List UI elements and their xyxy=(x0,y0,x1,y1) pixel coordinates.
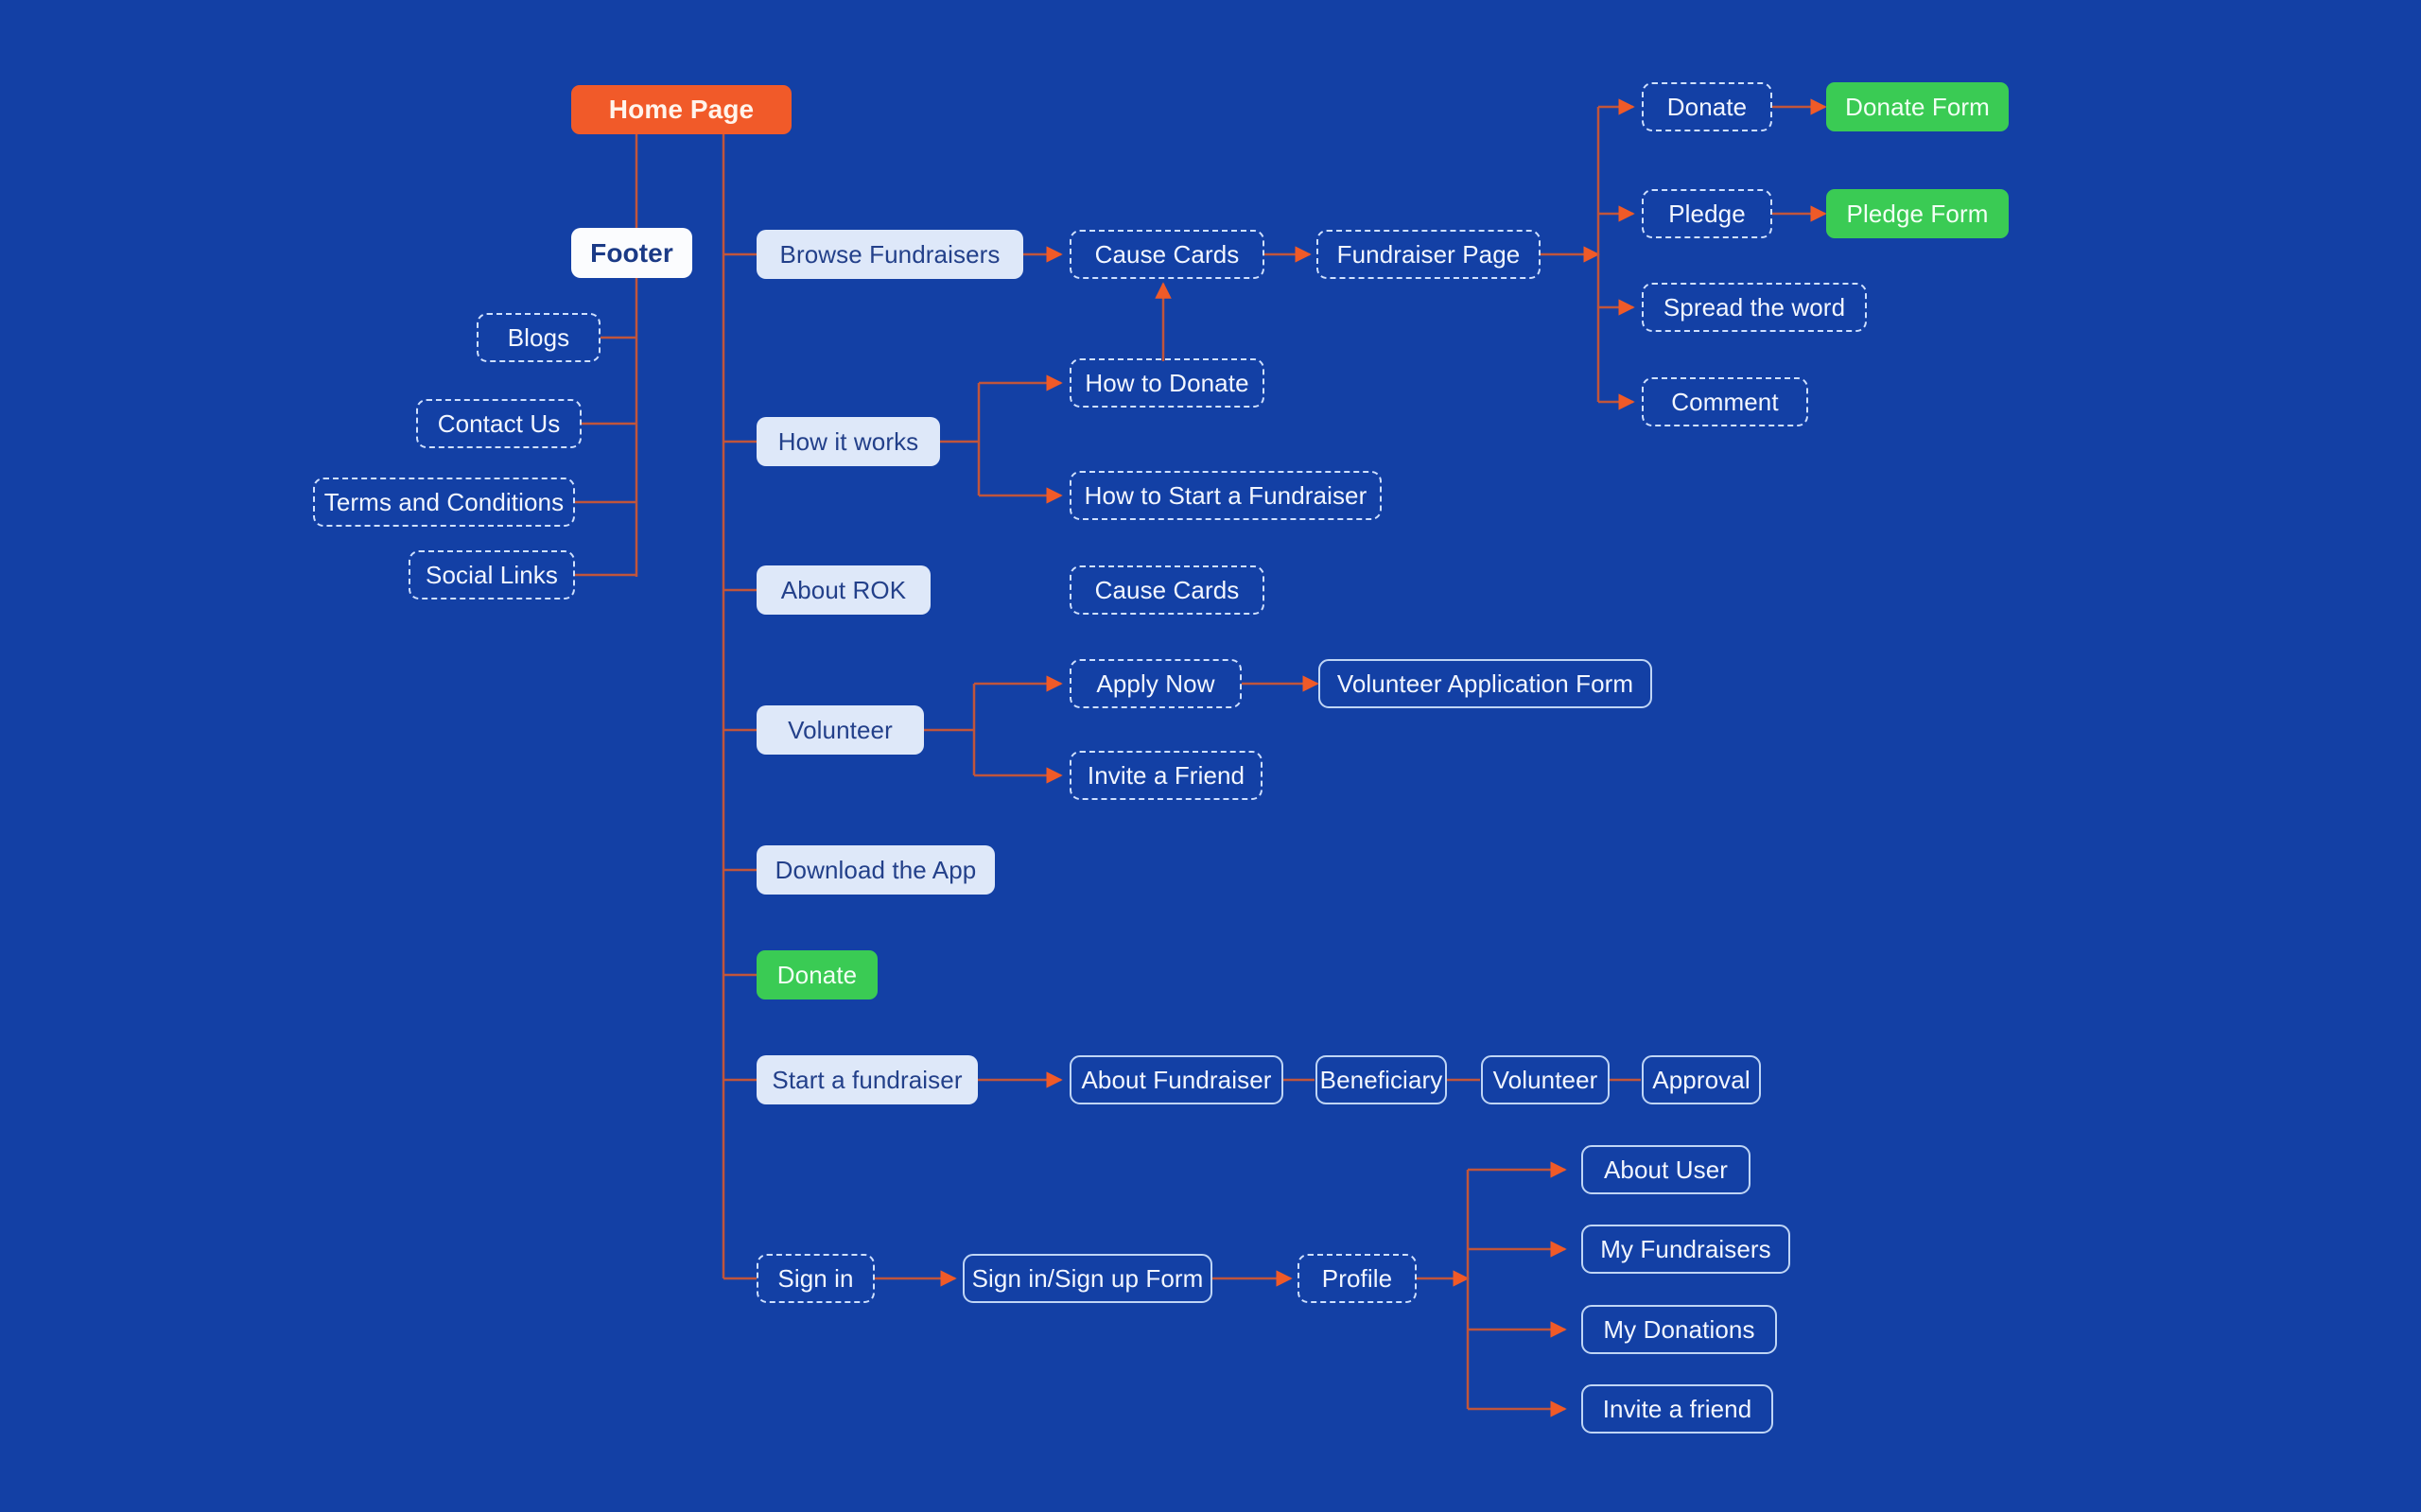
node-invite-a-friend-volunteer[interactable]: Invite a Friend xyxy=(1070,751,1263,800)
node-footer-terms-and-conditions[interactable]: Terms and Conditions xyxy=(313,478,575,527)
node-step-volunteer[interactable]: Volunteer xyxy=(1481,1055,1610,1104)
node-donate-form[interactable]: Donate Form xyxy=(1826,82,2009,131)
node-action-pledge[interactable]: Pledge xyxy=(1642,189,1772,238)
node-signin-signup-form[interactable]: Sign in/Sign up Form xyxy=(963,1254,1212,1303)
node-sign-in[interactable]: Sign in xyxy=(757,1254,875,1303)
node-home-page[interactable]: Home Page xyxy=(571,85,792,134)
node-footer-social-links[interactable]: Social Links xyxy=(409,550,575,600)
node-fundraiser-page[interactable]: Fundraiser Page xyxy=(1316,230,1541,279)
node-volunteer-application-form[interactable]: Volunteer Application Form xyxy=(1318,659,1652,708)
node-step-approval[interactable]: Approval xyxy=(1642,1055,1761,1104)
node-profile-my-donations[interactable]: My Donations xyxy=(1581,1305,1777,1354)
node-footer-blogs[interactable]: Blogs xyxy=(477,313,601,362)
node-how-it-works[interactable]: How it works xyxy=(757,417,940,466)
node-how-to-start-a-fundraiser[interactable]: How to Start a Fundraiser xyxy=(1070,471,1382,520)
node-profile-my-fundraisers[interactable]: My Fundraisers xyxy=(1581,1225,1790,1274)
node-cause-cards-browse[interactable]: Cause Cards xyxy=(1070,230,1264,279)
node-step-beneficiary[interactable]: Beneficiary xyxy=(1315,1055,1447,1104)
node-browse-fundraisers[interactable]: Browse Fundraisers xyxy=(757,230,1023,279)
node-apply-now[interactable]: Apply Now xyxy=(1070,659,1242,708)
node-donate-cta[interactable]: Donate xyxy=(757,950,878,999)
node-profile-about-user[interactable]: About User xyxy=(1581,1145,1750,1194)
node-footer-contact-us[interactable]: Contact Us xyxy=(416,399,582,448)
node-volunteer[interactable]: Volunteer xyxy=(757,705,924,755)
node-action-comment[interactable]: Comment xyxy=(1642,377,1808,426)
node-cause-cards-about[interactable]: Cause Cards xyxy=(1070,565,1264,615)
node-action-donate[interactable]: Donate xyxy=(1642,82,1772,131)
node-profile[interactable]: Profile xyxy=(1298,1254,1417,1303)
node-profile-invite-a-friend[interactable]: Invite a friend xyxy=(1581,1384,1773,1434)
node-action-spread-the-word[interactable]: Spread the word xyxy=(1642,283,1867,332)
node-about-rok[interactable]: About ROK xyxy=(757,565,931,615)
node-pledge-form[interactable]: Pledge Form xyxy=(1826,189,2009,238)
node-start-a-fundraiser[interactable]: Start a fundraiser xyxy=(757,1055,978,1104)
node-how-to-donate[interactable]: How to Donate xyxy=(1070,358,1264,408)
node-download-the-app[interactable]: Download the App xyxy=(757,845,995,895)
node-footer[interactable]: Footer xyxy=(571,228,692,278)
node-step-about-fundraiser[interactable]: About Fundraiser xyxy=(1070,1055,1283,1104)
